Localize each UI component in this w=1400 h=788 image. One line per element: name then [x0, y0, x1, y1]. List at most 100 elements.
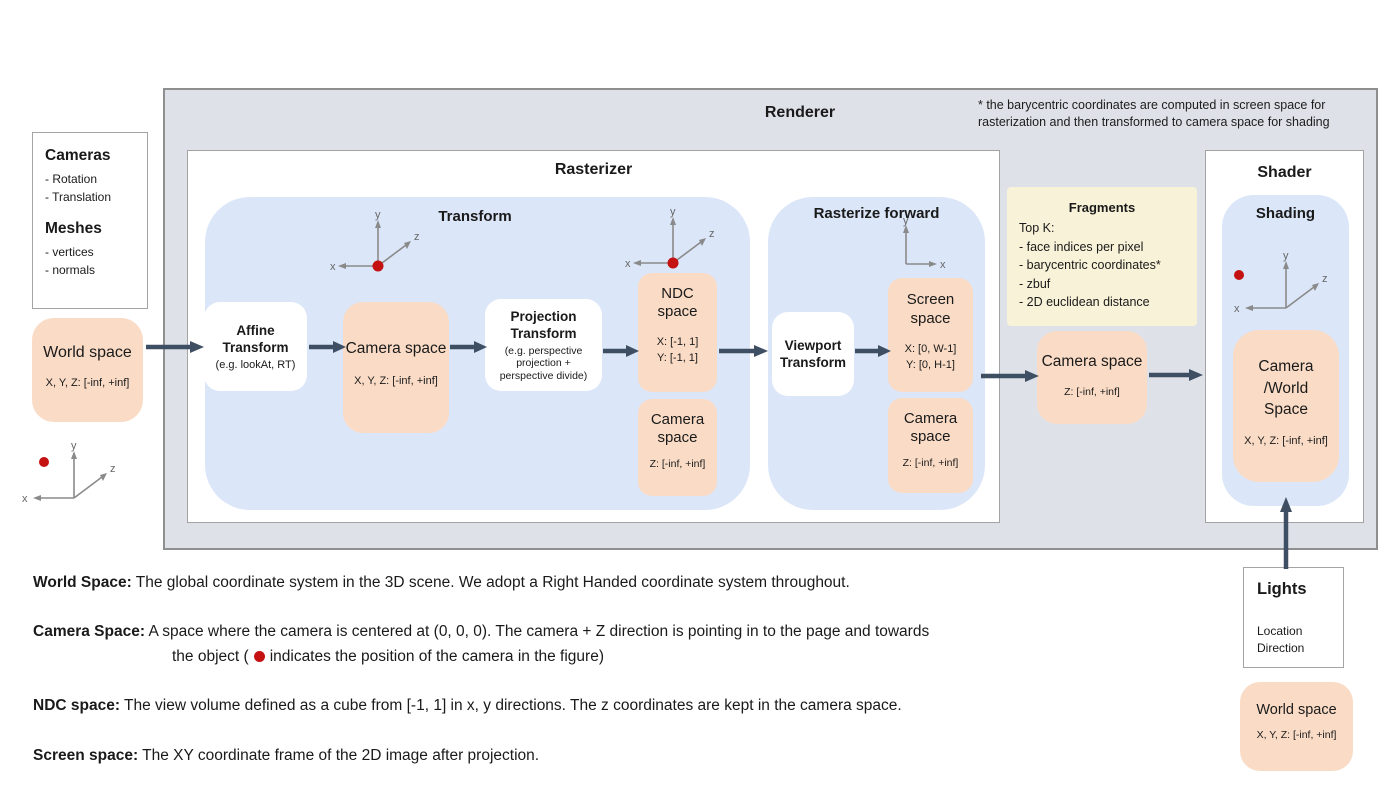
definition-label: Screen space:: [33, 747, 139, 764]
camera-position-dot: [667, 257, 679, 269]
camera-space-label: Camera space: [345, 340, 447, 357]
viewport-transform-label: Transform: [779, 355, 847, 370]
affine-transform-box: Affine Transform (e.g. lookAt, RT): [204, 302, 307, 391]
axis-z-label: z: [414, 231, 420, 243]
camera-space-box: Camera space Z: [-inf, +inf]: [888, 398, 973, 493]
rasterizer-title: Rasterizer: [554, 161, 633, 178]
axis-z-label: z: [110, 463, 116, 475]
camera-space-label: space: [910, 428, 951, 445]
ndc-space-box: NDC space X: [-1, 1] Y: [-1, 1]: [638, 273, 717, 392]
flow-arrow: [1149, 369, 1203, 381]
barycentric-footnote: * the barycentric coordinates are comput…: [978, 98, 1330, 129]
definition-label: NDC space:: [33, 697, 120, 714]
viewport-transform-label: Viewport: [784, 338, 842, 353]
projection-transform-label: Transform: [510, 325, 577, 341]
camera-world-space-box: Camera /World Space X, Y, Z: [-inf, +inf…: [1233, 330, 1339, 482]
camera-space-definition: Camera Space: A space where the camera i…: [33, 623, 929, 641]
definition-text: A space where the camera is centered at …: [148, 623, 930, 640]
affine-transform-sub: (e.g. lookAt, RT): [215, 358, 296, 371]
axis-y-label: y: [375, 209, 381, 221]
definition-label: Camera Space:: [33, 623, 146, 640]
flow-arrow: [450, 341, 487, 353]
shader-title: Shader: [1257, 164, 1312, 181]
screen-y-range: Y: [0, H-1]: [906, 359, 955, 371]
axis-x-label: x: [1234, 303, 1240, 315]
camera-dot-icon: [253, 651, 265, 662]
world-space-definition: World Space: The global coordinate syste…: [33, 574, 850, 592]
cameras-heading: Cameras: [45, 147, 111, 164]
ndc-space-definition: NDC space: The view volume defined as a …: [33, 697, 902, 715]
definition-text: The view volume defined as a cube from […: [124, 697, 902, 714]
camera-axes-icon: y x z: [330, 209, 420, 273]
screen-space-label: Screen: [906, 291, 955, 308]
camera-position-dot: [1234, 270, 1244, 280]
world-space-range: X, Y, Z: [-inf, +inf]: [1256, 729, 1337, 741]
camera-space-box: Camera space Z: [-inf, +inf]: [638, 399, 717, 496]
camera-space-range: Z: [-inf, +inf]: [902, 457, 959, 469]
axis-x-label: x: [625, 258, 631, 270]
fragments-item: - face indices per pixel: [1019, 239, 1144, 254]
camera-position-dot: [372, 260, 384, 272]
ndc-space-label: NDC: [661, 285, 694, 302]
fragments-item: Top K:: [1019, 221, 1055, 235]
flow-arrow: [719, 345, 768, 357]
camera-world-space-range: X, Y, Z: [-inf, +inf]: [1244, 434, 1328, 447]
axis-x-label: x: [22, 493, 28, 505]
screen-space-definition: Screen space: The XY coordinate frame of…: [33, 747, 539, 765]
lights-item: Location: [1257, 624, 1303, 638]
fragments-item: - barycentric coordinates*: [1019, 258, 1161, 272]
camera-space-definition-continued: the object (indicates the position of th…: [172, 648, 604, 666]
axis-y-label: y: [1283, 250, 1289, 262]
world-space-range: X, Y, Z: [-inf, +inf]: [45, 377, 130, 389]
shading-axes-icon: y x z: [1234, 250, 1328, 315]
camera-axes-icon: y x z: [625, 206, 715, 270]
screen-space-box: Screen space X: [0, W-1] Y: [0, H-1]: [888, 278, 973, 392]
projection-transform-label: Projection: [510, 308, 577, 324]
ndc-x-range: X: [-1, 1]: [656, 336, 699, 348]
camera-space-label: Camera: [903, 410, 958, 427]
cameras-item: - Translation: [45, 190, 112, 204]
fragments-item: - 2D euclidean distance: [1019, 295, 1150, 309]
axis-z-label: z: [1322, 273, 1328, 285]
axis-x-label: x: [330, 261, 336, 273]
flow-arrow: [603, 345, 639, 357]
flow-arrow: [981, 370, 1039, 382]
axis-y-label: y: [71, 440, 77, 452]
camera-space-range: Z: [-inf, +inf]: [649, 458, 706, 470]
shading-title: Shading: [1255, 205, 1316, 222]
viewport-transform-box: Viewport Transform: [772, 312, 854, 396]
camera-position-dot: [39, 457, 49, 467]
screen-axes-icon: y x: [903, 216, 946, 271]
ndc-space-label: space: [657, 303, 698, 320]
camera-world-space-label: Space: [1264, 401, 1308, 418]
meshes-item: - vertices: [45, 245, 94, 259]
axis-z-label: z: [709, 228, 715, 240]
axis-x-label: x: [940, 259, 946, 271]
definition-text: the object (: [172, 648, 249, 665]
cameras-item: - Rotation: [45, 172, 98, 186]
camera-space-box: Camera space Z: [-inf, +inf]: [1037, 331, 1147, 424]
definition-text: The XY coordinate frame of the 2D image …: [142, 747, 540, 764]
axis-y-label: y: [670, 206, 676, 218]
lights-flow-arrow: [1280, 497, 1292, 569]
projection-transform-box: Projection Transform (e.g. perspective p…: [485, 299, 602, 391]
lights-heading: Lights: [1257, 580, 1307, 598]
affine-transform-label: Affine: [236, 322, 275, 338]
camera-space-range: X, Y, Z: [-inf, +inf]: [354, 375, 438, 387]
camera-world-space-label: /World: [1263, 379, 1309, 397]
flow-arrow: [855, 345, 891, 357]
definition-label: World Space:: [33, 574, 132, 591]
renderer-title: Renderer: [764, 104, 836, 121]
ndc-y-range: Y: [-1, 1]: [657, 352, 698, 364]
projection-transform-sub: (e.g. perspective projection + perspecti…: [499, 344, 588, 382]
camera-space-label: Camera: [650, 411, 705, 428]
camera-world-space-label: Camera: [1258, 358, 1314, 375]
axis-y-label: y: [903, 216, 909, 227]
camera-space-range: Z: [-inf, +inf]: [1064, 386, 1120, 398]
screen-space-label: space: [910, 310, 951, 327]
rasterize-forward-title: Rasterize forward: [813, 205, 940, 222]
camera-space-box: Camera space X, Y, Z: [-inf, +inf]: [343, 302, 449, 433]
flow-arrow: [309, 341, 346, 353]
meshes-item: - normals: [45, 263, 96, 277]
lights-box: Lights Location Direction: [1243, 567, 1344, 668]
